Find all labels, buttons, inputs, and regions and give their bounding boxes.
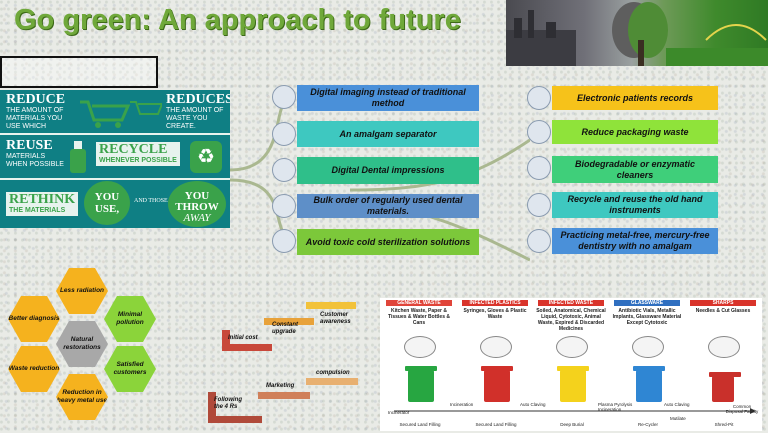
waste-items-icon [404, 336, 436, 358]
center-box-2: An amalgam separator [297, 121, 479, 147]
waste-column-general: GENERAL WASTE Kitchen Waste, Paper & Tis… [382, 298, 456, 431]
right-box-1: Electronic patients records [552, 86, 718, 110]
stair-lower-1 [208, 416, 262, 423]
hex-satisfied-customers: Satisfied customers [104, 346, 156, 392]
sharps-container-icon [709, 372, 741, 402]
stair-upper-1-riser [222, 330, 230, 350]
flow-arrow-line [394, 408, 756, 414]
constant-upgrade-label: Constant upgrade [272, 322, 298, 335]
general-waste-text: Kitchen Waste, Paper & Tissues & Water B… [388, 308, 450, 326]
general-waste-header: GENERAL WASTE [386, 300, 452, 306]
initial-cost-label: Initial cost [228, 335, 258, 341]
page-title: Go green: An approach to future [14, 4, 461, 36]
sharps-header: SHARPS [690, 300, 756, 306]
waste-segregation-chart: GENERAL WASTE Kitchen Waste, Paper & Tis… [380, 298, 762, 431]
biohazard-icon [556, 336, 588, 358]
hex-natural-restorations: Natural restorations [56, 321, 108, 367]
infected-header: INFECTED WASTE [538, 300, 604, 306]
needle-icon [708, 336, 740, 358]
flow-label-autoclaving-1: Auto Claving [520, 402, 546, 407]
plastics-header: INFECTED PLASTICS [462, 300, 528, 306]
green-bin-icon [405, 366, 437, 402]
stair-upper-1 [222, 344, 272, 351]
marketing-label: Marketing [266, 383, 295, 389]
syringe-icon [480, 336, 512, 358]
glassware-disposal: Re-Cycler [637, 422, 658, 427]
bottle-icon [70, 141, 86, 173]
waste-column-plastics: INFECTED PLASTICS Syringes, Gloves & Pla… [458, 298, 532, 431]
infected-disposal: Deep Burial [560, 422, 584, 427]
pollution-vs-nature-image [506, 0, 768, 66]
center-box-1: Digital imaging instead of traditional m… [297, 85, 479, 111]
packaging-icon [527, 120, 551, 144]
right-box-4: Recycle and reuse the old hand instrumen… [552, 192, 718, 218]
flow-label-autoclaving-2: Auto Claving [664, 402, 690, 407]
hex-less-radiation: Less radiation [56, 268, 108, 314]
center-box-3: Digital Dental impressions [297, 157, 479, 184]
red-bin-icon [481, 366, 513, 402]
plastics-disposal: Secured Land Filling [475, 422, 517, 427]
waste-column-infected: INFECTED WASTE Soiled, Anatomical, Chemi… [534, 298, 608, 431]
hex-heavy-metal: Reduction in heavy metal use [56, 374, 108, 420]
hex-minimal-pollution: Minimal pollution [104, 296, 156, 342]
flow-label-mutilate: Mutilate [670, 416, 686, 421]
customer-awareness-label: Customer awareness [320, 312, 351, 325]
cleaner-icon [527, 156, 551, 180]
imaging-icon [272, 85, 296, 109]
recycle-icon: ♻ [190, 141, 222, 173]
sterilization-icon [272, 229, 296, 253]
yellow-bin-icon [557, 366, 589, 402]
sharps-text: Needles & Cut Glasses [695, 308, 751, 314]
right-box-3: Biodegradable or enzymatic cleaners [552, 156, 718, 183]
outlined-box [0, 56, 158, 88]
separator-icon [272, 122, 296, 146]
metal-free-icon [527, 229, 551, 253]
glassware-header: GLASSWARE [614, 300, 680, 306]
center-box-4: Bulk order of regularly used dental mate… [297, 194, 479, 218]
hex-waste-reduction: Waste reduction [8, 346, 60, 392]
shopping-cart-icon [80, 100, 162, 128]
vials-icon [632, 336, 664, 358]
hex-better-diagnosis: Better diagnosis [8, 296, 60, 342]
waste-column-sharps: SHARPS Needles & Cut Glasses Shred-Pit [686, 298, 760, 431]
right-box-5: Practicing metal-free, mercury-free dent… [552, 228, 718, 254]
right-box-2: Reduce packaging waste [552, 120, 718, 144]
center-box-5: Avoid toxic cold sterilization solutions [297, 229, 479, 255]
plastics-text: Syringes, Gloves & Plastic Waste [463, 308, 527, 320]
materials-icon [272, 194, 296, 218]
infected-text: Soiled, Anatomical, Chemical Liquid, Cyt… [536, 308, 606, 332]
dental-impression-icon [272, 158, 296, 182]
flow-label-common-disposal: Common Disposal Facility [725, 404, 759, 414]
stair-lower-3 [306, 378, 358, 385]
stair-lower-1-riser [208, 392, 216, 422]
flow-label-incineration: Incineration [450, 402, 474, 407]
glassware-text: Antibiotic Vials, Metallic Implants, Gla… [612, 308, 682, 326]
flow-label-incinerator: Incinerator [388, 410, 410, 415]
following-4rs-label: Following the 4 Rs [214, 397, 242, 410]
stair-lower-2 [258, 392, 310, 399]
sharps-disposal: Shred-Pit [714, 422, 734, 427]
stair-upper-3 [306, 302, 356, 309]
and-those-label: AND THOSE [134, 198, 168, 204]
general-waste-disposal: Secured Land Filling [399, 422, 441, 427]
instruments-icon [527, 193, 551, 217]
stair-upper-2 [264, 318, 314, 325]
compulsion-label: compulsion [316, 370, 350, 376]
blue-bin-icon [633, 366, 665, 402]
records-icon [527, 86, 551, 110]
waste-column-glassware: GLASSWARE Antibiotic Vials, Metallic Imp… [610, 298, 684, 431]
flow-label-plasma: Plasma Pyrolysis Incineration [598, 402, 633, 412]
you-use-bubble: YOU USE, [84, 181, 130, 225]
